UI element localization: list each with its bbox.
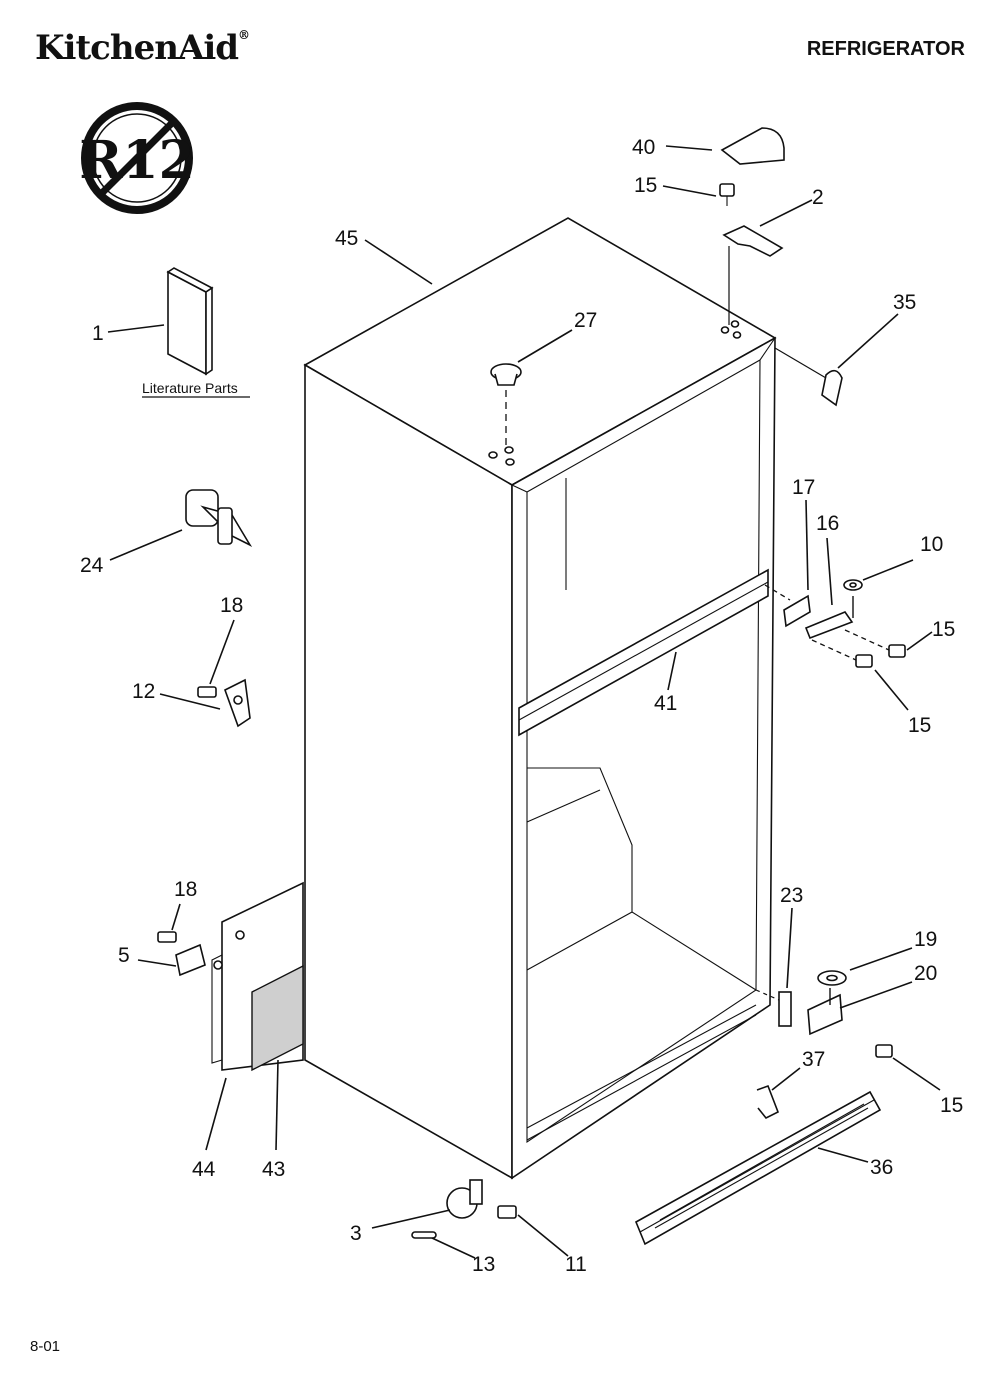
door-closer-bracket (197, 678, 251, 728)
insulation-pad (251, 964, 304, 1072)
callout-19: 19 (914, 928, 937, 951)
leader-lines (107, 145, 941, 1259)
door-stop (185, 489, 253, 547)
panel-clamp (157, 931, 206, 977)
hinge-shim (821, 369, 843, 407)
callout-45: 45 (335, 227, 358, 250)
callout-2: 2 (812, 186, 824, 209)
top-hinge (722, 225, 784, 257)
callout-35: 35 (893, 291, 916, 314)
hinge-cover (720, 127, 785, 165)
literature-parts-label: Literature Parts (142, 380, 238, 396)
callout-37: 37 (802, 1048, 825, 1071)
callout-13: 13 (472, 1253, 495, 1276)
registered-mark: ® (238, 28, 250, 42)
callout-labels: 1 2 3 5 10 11 12 13 15 15 15 15 16 17 18… (80, 136, 963, 1276)
grille-clip (756, 1084, 780, 1120)
bottom-hinge (807, 970, 893, 1058)
callout-20: 20 (914, 962, 937, 985)
document-title: REFRIGERATOR (806, 38, 965, 60)
callout-44: 44 (192, 1158, 216, 1181)
callout-27: 27 (574, 309, 597, 332)
callout-5: 5 (118, 944, 130, 967)
top-plug (490, 363, 522, 445)
toe-grille (634, 1090, 882, 1246)
callout-40: 40 (632, 136, 655, 159)
brand-name: KitchenAid (35, 28, 239, 68)
callout-12: 12 (132, 680, 155, 703)
callout-3: 3 (350, 1222, 362, 1245)
callout-16: 16 (816, 512, 839, 535)
callout-17: 17 (792, 476, 815, 499)
callout-15-top: 15 (634, 174, 657, 197)
callout-18-upper: 18 (220, 594, 243, 617)
center-hinge (764, 579, 906, 668)
brand-logo: KitchenAid® (35, 28, 250, 68)
callout-18-lower: 18 (174, 878, 197, 901)
callout-15-bottom: 15 (940, 1094, 963, 1117)
callout-11: 11 (565, 1253, 587, 1276)
no-r12-badge: R12 (79, 102, 195, 214)
callout-23: 23 (780, 884, 803, 907)
callout-15-center-lower: 15 (908, 714, 931, 737)
refrigerator-cabinet (303, 217, 777, 1180)
roller-assembly (411, 1179, 517, 1239)
hinge-spacer (778, 991, 792, 1027)
callout-41: 41 (654, 692, 677, 715)
callout-43: 43 (262, 1158, 285, 1181)
callout-36: 36 (870, 1156, 893, 1179)
callout-10: 10 (920, 533, 943, 556)
footer-code: 8-01 (30, 1338, 61, 1355)
hinge-screw-top (719, 183, 735, 206)
callout-24: 24 (80, 554, 104, 577)
callout-1: 1 (92, 322, 104, 345)
callout-15-center-right: 15 (932, 618, 955, 641)
literature-booklet (166, 267, 214, 376)
